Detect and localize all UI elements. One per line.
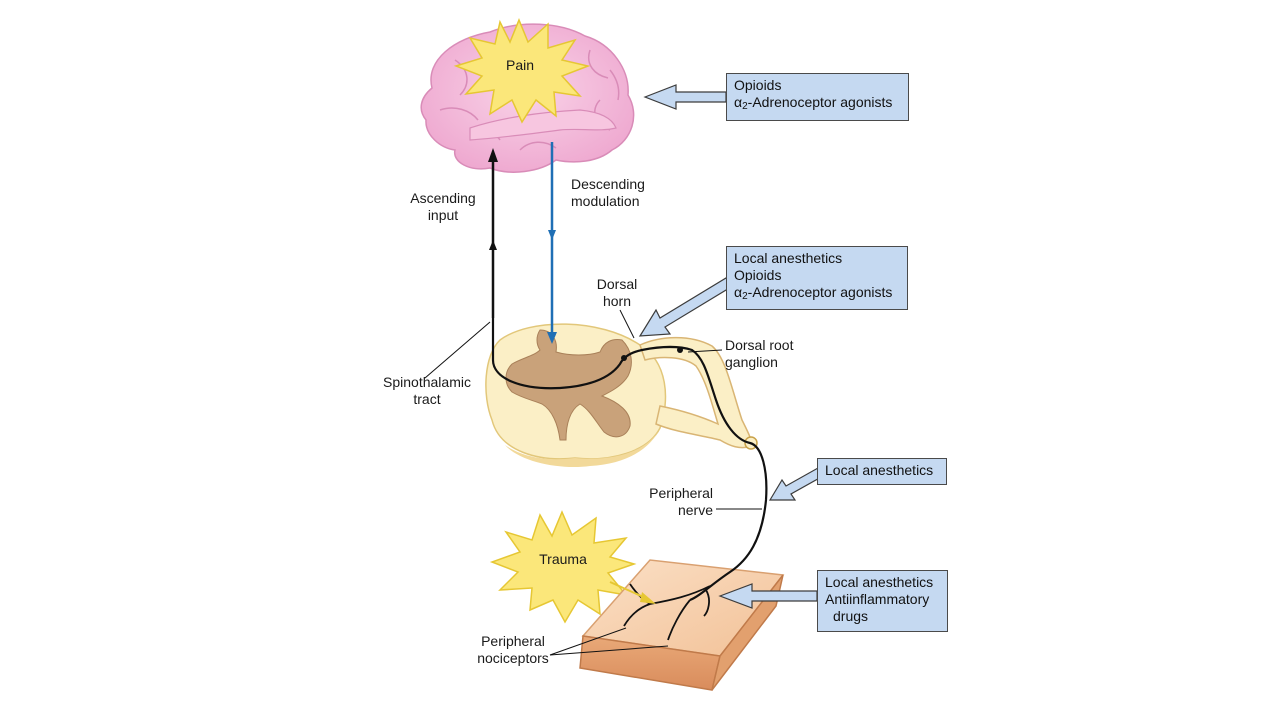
nociceptor-drug-box: Local anesthetics Antiinflammatory drugs: [817, 570, 948, 632]
trauma-label: Trauma: [539, 551, 587, 567]
ganglion-leader: [687, 349, 723, 353]
brain-drug-arrow: [643, 84, 727, 110]
trauma-pointer-head: [640, 592, 656, 604]
drug-antiinflammatory-2: drugs: [833, 608, 869, 624]
spinal-cord: [485, 323, 758, 468]
drug-opioids: Opioids: [734, 267, 782, 283]
ascending-arrowhead: [488, 148, 498, 162]
drug-antiinflammatory: Antiinflammatory: [825, 591, 930, 607]
ascending-midhead: [489, 240, 497, 250]
dorsal-horn-drug-arrow: [638, 277, 732, 337]
nerve-fiber: [491, 318, 768, 602]
peripheral-nerve-drug-box: Local anesthetics: [817, 458, 947, 485]
dorsal-horn-leader: [619, 309, 635, 339]
pain-burst: [453, 18, 591, 124]
trauma-burst: [489, 510, 637, 624]
nociceptor-branches: [623, 583, 711, 641]
brain-drug-box: Opioids α2-Adrenoceptor agonists: [726, 73, 909, 121]
pain-label: Pain: [505, 57, 535, 73]
drug-local-anesthetics: Local anesthetics: [825, 574, 934, 590]
drug-alpha2-agonists: α2-Adrenoceptor agonists: [734, 284, 893, 302]
descending-midhead: [548, 230, 556, 240]
drug-local-anesthetics: Local anesthetics: [825, 462, 934, 478]
drug-local-anesthetics: Local anesthetics: [734, 250, 843, 266]
nociceptor-leader-1: [549, 627, 627, 656]
descending-arrowhead: [547, 332, 557, 344]
drug-alpha2-agonists: α2-Adrenoceptor agonists: [734, 94, 893, 112]
dorsal-horn-drug-box: Local anesthetics Opioids α2-Adrenocepto…: [726, 246, 908, 310]
nociceptor-leader-2: [549, 645, 669, 656]
spinothalamic-leader: [424, 321, 491, 379]
drug-opioids: Opioids: [734, 77, 782, 93]
peripheral-nerve-drug-arrow: [768, 467, 824, 501]
